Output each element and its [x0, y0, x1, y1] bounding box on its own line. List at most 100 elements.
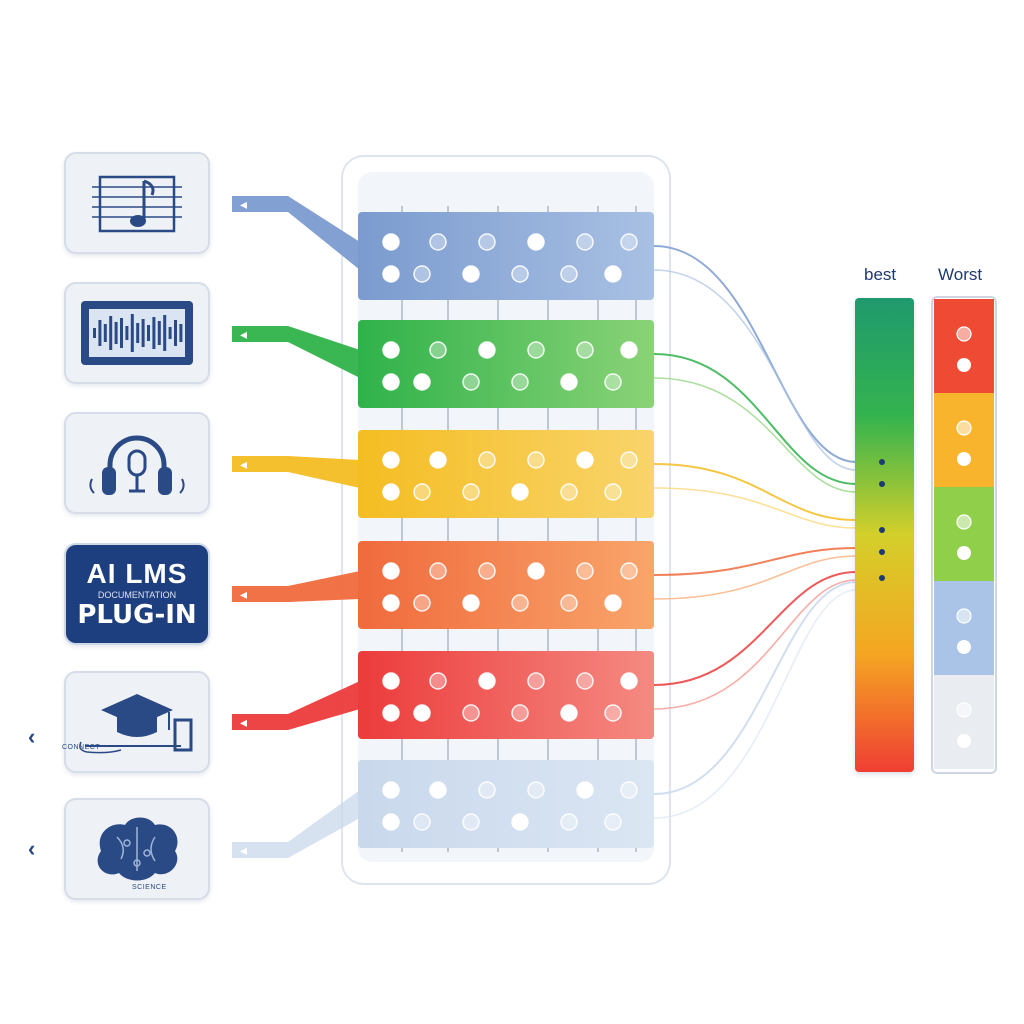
worst-scale-dot: [957, 452, 971, 466]
left-arrow-icon: ‹: [28, 724, 36, 749]
waveform-bar: [157, 321, 161, 345]
row-green-dot: [511, 373, 529, 391]
card-graduation[interactable]: [64, 671, 210, 773]
music-sheet-icon: [92, 175, 182, 233]
row-blue-dot: [511, 265, 529, 283]
row-blue-dot: [478, 233, 496, 251]
card-lms-plugin[interactable]: AI LMS DOCUMENTATION PLUG-IN: [64, 543, 210, 645]
row-pale-blue-dot: [382, 813, 400, 831]
best-label: best: [864, 265, 897, 284]
worst-scale-dot: [956, 702, 972, 718]
row-yellow-dot: [511, 483, 529, 501]
best-scale-marker: [879, 575, 885, 581]
row-pale-blue-dot: [462, 813, 480, 831]
row-yellow-dot: [413, 483, 431, 501]
graduation-cap-icon: [79, 694, 193, 754]
row-green-dot: [620, 341, 638, 359]
worst-scale-bar: [931, 296, 997, 774]
card-music-sheet[interactable]: [64, 152, 210, 254]
row-green-connector: [232, 326, 360, 378]
row-green-curve: [653, 353, 857, 485]
row-blue-dot: [576, 233, 594, 251]
lms-plugin-label: AI LMS DOCUMENTATION PLUG-IN: [77, 558, 196, 629]
card-waveform[interactable]: [64, 282, 210, 384]
row-pale-blue-dot: [413, 813, 431, 831]
row-green-dot: [429, 341, 447, 359]
row-red-dot: [527, 672, 545, 690]
row-orange-dot: [527, 562, 545, 580]
row-orange-curve: [653, 547, 857, 576]
row-yellow-dot: [560, 483, 578, 501]
plugin-title: AI LMS: [86, 558, 188, 589]
row-blue-dot: [382, 233, 400, 251]
row-yellow-dot: [620, 451, 638, 469]
brain-caption: SCIENCE: [132, 884, 167, 891]
worst-scale-dot: [956, 514, 972, 530]
row-yellow-arrow-icon: ◂: [240, 457, 247, 473]
row-orange-curve: [653, 555, 857, 600]
waveform-bar: [93, 328, 96, 338]
row-orange-dot: [462, 594, 480, 612]
worst-scale-segment: [934, 299, 994, 393]
waveform-bar: [136, 323, 140, 343]
row-green-dot: [527, 341, 545, 359]
row-yellow-dot: [478, 451, 496, 469]
row-pale-blue-dot: [620, 781, 638, 799]
row-red-connector: [232, 681, 360, 730]
left-arrow-icon: ‹: [28, 836, 36, 861]
waveform-bar: [152, 317, 156, 349]
row-red-dot: [382, 672, 400, 690]
best-scale-marker: [879, 527, 885, 533]
row-orange-dot: [429, 562, 447, 580]
row-green-dot: [576, 341, 594, 359]
rows-layer: [358, 212, 654, 848]
row-green-dot: [478, 341, 496, 359]
row-blue-dot: [462, 265, 480, 283]
row-red-dot: [604, 704, 622, 722]
output-curves: [653, 245, 857, 819]
row-blue-dot: [560, 265, 578, 283]
row-red-arrow-icon: ◂: [240, 715, 247, 731]
row-pale-blue-dot: [560, 813, 578, 831]
row-red-dot: [382, 704, 400, 722]
waveform-bar: [141, 319, 145, 347]
row-yellow-dot: [382, 451, 400, 469]
waveform-bar: [103, 324, 107, 342]
input-connectors: ◂◂◂◂◂◂: [232, 196, 360, 859]
card-headphones[interactable]: [64, 412, 210, 514]
brain-icon: [97, 817, 178, 881]
worst-scale-segment: [934, 581, 994, 675]
worst-scale-dot: [957, 546, 971, 560]
row-green-dot: [604, 373, 622, 391]
waveform-bar: [179, 324, 183, 342]
card-brain[interactable]: [64, 798, 210, 900]
row-yellow: [358, 430, 654, 518]
row-green: [358, 320, 654, 408]
worst-scale-dot: [957, 734, 971, 748]
worst-scale-dot: [956, 326, 972, 342]
row-yellow-dot: [604, 483, 622, 501]
row-green-dot: [413, 373, 431, 391]
waveform-bar: [109, 316, 113, 350]
row-pale-blue-dot: [429, 781, 447, 799]
row-orange-dot: [413, 594, 431, 612]
row-red-dot: [462, 704, 480, 722]
row-yellow-connector: [232, 456, 360, 488]
row-pale-blue-connector: [232, 790, 360, 858]
row-pale-blue-dot: [604, 813, 622, 831]
row-red-dot: [560, 704, 578, 722]
plugin-subtitle: DOCUMENTATION: [97, 590, 177, 600]
row-blue-connector: [232, 196, 360, 270]
row-blue-curve: [653, 269, 857, 471]
row-blue-dot: [527, 233, 545, 251]
row-blue-dot: [620, 233, 638, 251]
row-yellow-dot: [429, 451, 447, 469]
row-orange-arrow-icon: ◂: [240, 587, 247, 603]
row-pale-blue-arrow-icon: ◂: [240, 843, 247, 859]
worst-scale-dot: [956, 420, 972, 436]
row-blue-dot: [413, 265, 431, 283]
row-pale-blue: [358, 760, 654, 848]
row-red-curve: [653, 579, 857, 710]
row-orange: [358, 541, 654, 629]
